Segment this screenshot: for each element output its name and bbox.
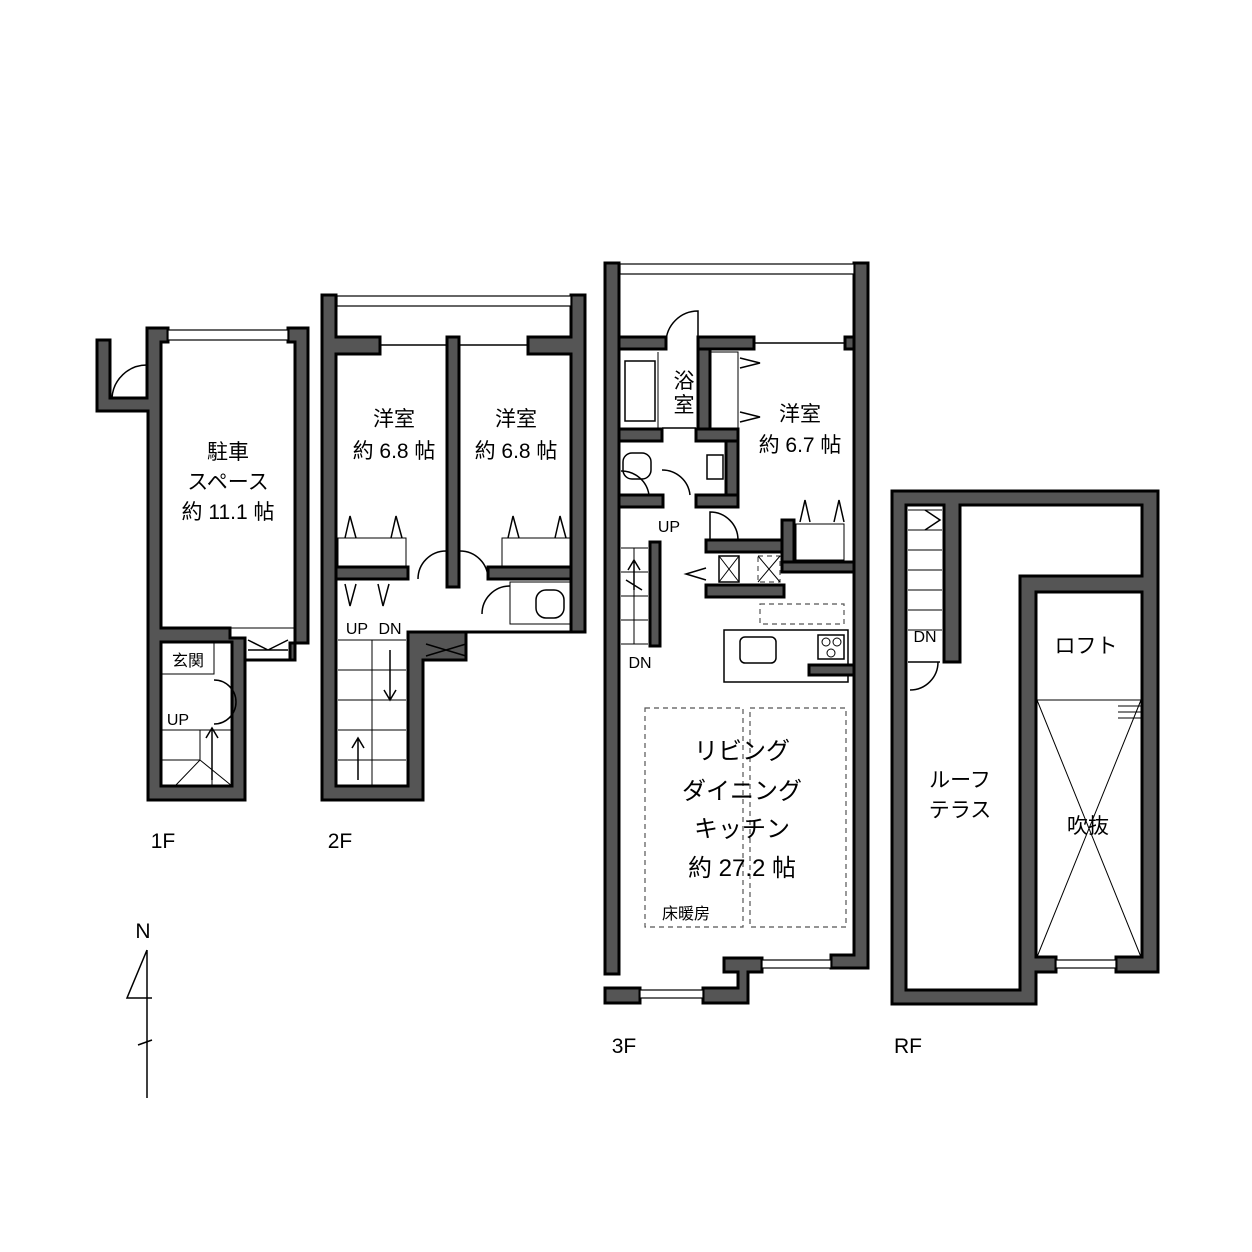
floor-3f-stair-wall [648,540,662,648]
floor-1f: 駐車 スペース 約 11.1 帖 玄関 UP 1F [95,326,310,853]
floor-3f-bath-label-1: 浴 [674,370,695,393]
floor-3f-washbasin [706,454,724,480]
floor-3f-stair-dn: DN [628,655,651,672]
floor-rf-door [908,661,940,691]
floor-2f-closet-doors [344,515,567,539]
floor-2f-toilet-door [481,585,511,615]
compass-north-label: N [135,920,150,943]
floor-2f: 洋室 約 6.8 帖 洋室 約 6.8 帖 UP DN 2F [320,293,587,853]
floor-3f-closet-2 [795,523,845,561]
floor-1f-parking-label-2: スペース [187,471,268,494]
floor-2f-partition [445,335,461,589]
floor-2f-walls [320,293,587,802]
floor-3f-duct-2 [757,555,781,583]
floor-2f-toilet-icon [535,589,565,619]
floor-3f: 浴 室 洋室 約 6.7 帖 UP DN リビング ダイニング キッチン 約 2… [603,261,870,1058]
floor-3f-balcony-rail [619,263,855,275]
floor-1f-vent-icon [247,639,289,651]
floor-3f-cooktop [817,634,845,660]
floor-rf-roof-label-1: ルーフ [929,769,991,792]
floor-1f-parking-area: 約 11.1 帖 [182,501,275,524]
floor-3f-cabinet-dashed [759,603,845,625]
floor-3f-stair-arrow [625,558,643,591]
floor-2f-closet-1 [337,537,407,567]
floor-rf-loft-label: ロフト [1055,635,1118,658]
floor-2f-room1-area: 約 6.8 帖 [353,440,436,463]
floor-3f-ldk-label-1: リビング [694,738,790,765]
floor-2f-hall-closet-doors [344,583,390,607]
floor-3f-wash-door [661,469,691,496]
floor-3f-toilet-door [620,470,650,496]
floor-3f-ldk-label-3: キッチン [694,816,790,843]
floor-3f-pointer-icon [683,567,707,581]
floor-2f-room2-name: 洋室 [495,408,537,431]
floor-3f-ldk-label-2: ダイニング [682,778,802,805]
floor-3f-hall-door [709,511,739,541]
floor-1f-walls [95,326,310,802]
floor-1f-entrance-area [161,641,215,675]
floor-rf-walls [890,489,1160,1006]
floor-1f-entrance-label: 玄関 [172,652,204,670]
floor-1f-label: 1F [151,830,176,853]
floor-rf: DN ロフト ルーフ テラス 吹抜 RF [890,489,1160,1058]
floor-rf-roof-label-2: テラス [929,799,992,822]
floor-2f-room-doors [417,550,489,580]
floor-2f-room2-area: 約 6.8 帖 [475,440,558,463]
floor-2f-stair-dn: DN [378,621,401,638]
floor-3f-window-south [639,989,704,999]
floor-rf-window [1055,959,1117,969]
floor-3f-room-name: 洋室 [779,403,821,426]
floor-1f-parking-label-1: 駐車 [207,441,249,464]
floor-3f-closet-doors [739,357,761,423]
floor-1f-entry-door [213,679,237,725]
floor-3f-kitchen-counter [723,629,849,683]
floor-2f-toilet-room [509,581,571,625]
floor-1f-door-swing [111,364,148,399]
floor-1f-stair-up: UP [167,712,189,729]
floor-rf-stairs [908,509,942,631]
floor-3f-toilet-icon [622,452,652,480]
floor-3f-window-south-2 [761,959,832,969]
floor-rf-void-label: 吹抜 [1067,815,1109,838]
floor-2f-stair-arrows [351,650,397,780]
floor-2f-stairs [338,639,406,786]
floor-3f-bath-label-2: 室 [674,394,695,417]
floor-3f-floor-heating-1 [644,707,744,928]
floor-3f-closet [709,351,739,429]
floor-3f-room-area: 約 6.7 帖 [759,434,842,457]
floor-2f-stair-up: UP [346,621,368,638]
floor-1f-window [167,329,289,341]
floor-3f-closet-2-doors [799,499,845,523]
floor-rf-ladder [1118,699,1142,719]
floor-3f-bath-door [665,310,699,344]
floor-2f-room1-name: 洋室 [373,408,415,431]
floor-3f-floor-heating-label: 床暖房 [662,905,710,923]
floor-1f-stair-arrow [205,726,219,780]
floor-1f-stairs [162,729,233,787]
floor-3f-duct-1 [718,555,740,583]
floor-3f-bathtub [624,360,656,422]
floor-3f-kitchen-sink [739,636,777,664]
floor-3f-floor-heating-2 [749,707,847,928]
floor-rf-stair-dn: DN [913,629,936,646]
compass: N [125,920,153,1098]
floor-2f-vent-icon [425,643,467,657]
floor-rf-label: RF [894,1035,922,1058]
floor-3f-stair-up: UP [658,519,680,536]
compass-arrow-icon [125,949,153,1098]
floor-2f-label: 2F [328,830,353,853]
floor-rf-stair-arrow [924,509,942,531]
floor-3f-ldk-area: 約 27.2 帖 [688,855,796,882]
floor-rf-void-cross [1036,699,1142,958]
floor-2f-closet-2 [501,537,571,567]
floor-3f-label: 3F [612,1035,637,1058]
floor-2f-balcony-rail [336,295,572,307]
